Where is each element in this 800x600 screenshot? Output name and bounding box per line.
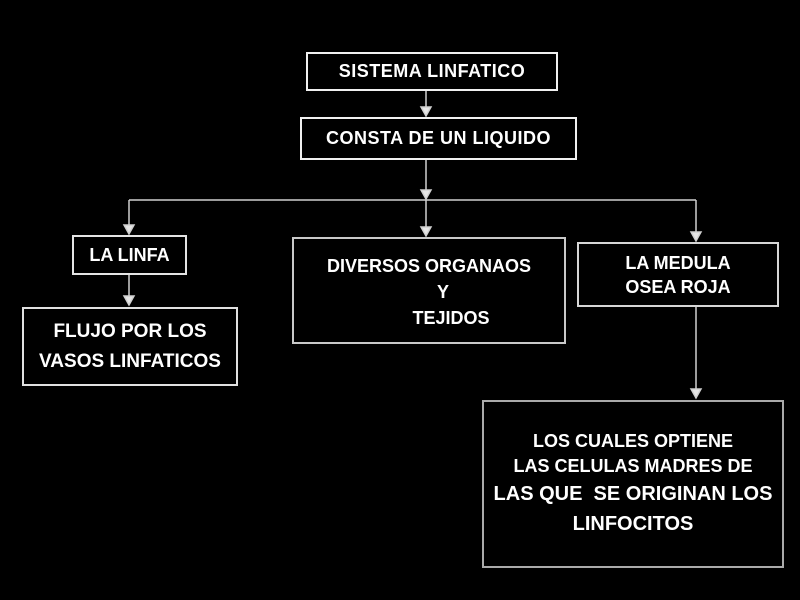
node-label-line: LAS CELULAS MADRES DE (513, 456, 753, 476)
node-label: SISTEMA LINFATICO (338, 61, 526, 81)
node-la-medula-osea-roja: LA MEDULA OSEA ROJA (577, 242, 779, 307)
node-label-line: TEJIDOS (412, 308, 490, 328)
arrowhead-linfa-flujo (122, 295, 136, 307)
node-label-line: LOS CUALES OPTIENE (532, 431, 734, 451)
node-label-line: LINFOCITOS (572, 513, 694, 535)
node-diversos-organos-y-tejidos: DIVERSOS ORGANAOS Y TEJIDOS (292, 237, 566, 344)
node-sistema-linfatico: SISTEMA LINFATICO (306, 52, 558, 91)
node-flujo-vasos-linfaticos: FLUJO POR LOS VASOS LINFATICOS (22, 307, 238, 386)
node-consta-de-un-liquido: CONSTA DE UN LIQUIDO (300, 117, 577, 160)
arrowhead-branch-diversos (419, 226, 433, 238)
arrowhead-medula-cuales (689, 388, 703, 400)
node-label-line: LAS QUE SE ORIGINAN LOS (493, 483, 773, 505)
node-label: CONSTA DE UN LIQUIDO (326, 128, 551, 148)
node-label: LA LINFA (89, 244, 170, 265)
arrowhead-consta-branch (419, 189, 433, 201)
node-label-line: LA MEDULA (625, 252, 731, 273)
arrowhead-branch-linfa (122, 224, 136, 236)
node-label-line: Y (436, 282, 449, 302)
node-label-line: OSEA ROJA (625, 276, 731, 297)
node-la-linfa: LA LINFA (72, 235, 187, 275)
arrowhead-branch-medula (689, 231, 703, 243)
node-label-line: FLUJO POR LOS (53, 320, 207, 342)
node-label-line: VASOS LINFATICOS (39, 350, 221, 372)
node-label-line: DIVERSOS ORGANAOS (326, 256, 532, 276)
node-celulas-madres-linfocitos: LOS CUALES OPTIENE LAS CELULAS MADRES DE… (482, 400, 784, 568)
arrowhead-sistema-consta (419, 106, 433, 118)
